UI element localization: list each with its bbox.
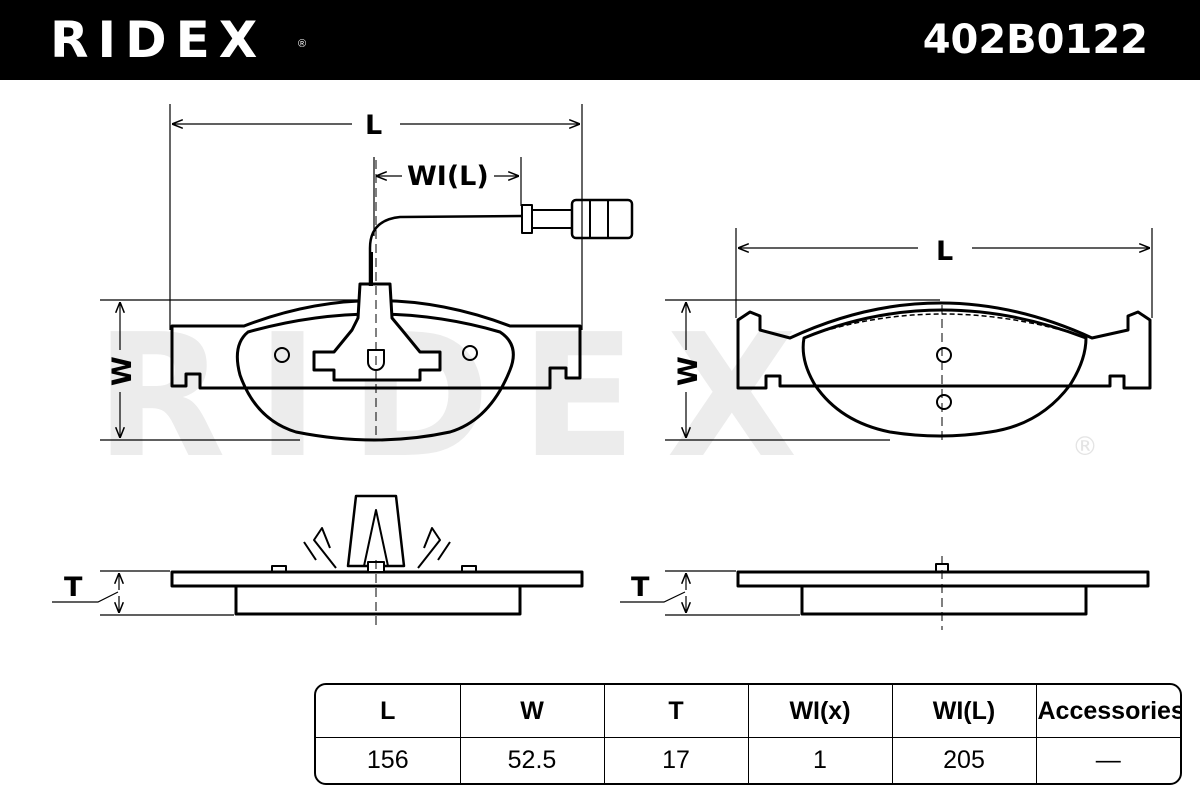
brand-logo: RIDEX — [50, 11, 267, 69]
specs-header-thickness: T — [603, 685, 749, 738]
label-wear-indicator-length: WI(L) — [407, 161, 489, 192]
label-width-left: W — [107, 356, 138, 386]
label-width-right: W — [673, 356, 704, 386]
specs-header-width: W — [459, 685, 605, 738]
label-thickness-left: T — [64, 572, 83, 603]
dimension-length-right — [735, 228, 1153, 318]
label-length-right: L — [936, 236, 953, 267]
pad-front-view-right — [736, 301, 1152, 438]
dimension-thickness-left — [52, 570, 234, 616]
specs-value-length: 156 — [316, 737, 461, 783]
dimension-length-left — [169, 104, 583, 330]
dimension-thickness-right — [620, 570, 800, 616]
label-length-left: L — [365, 110, 382, 141]
specs-header-length: L — [316, 685, 461, 738]
specs-value-wear-indicator-length: 205 — [891, 737, 1037, 783]
specs-value-row: 156 52.5 17 1 205 — — [316, 737, 1180, 783]
specs-table: L W T WI(x) WI(L) Accessories 156 52.5 1… — [314, 683, 1182, 785]
specs-value-wear-indicator-count: 1 — [747, 737, 893, 783]
label-thickness-right: T — [631, 572, 650, 603]
technical-drawing: RIDEX ® L WI(L) — [52, 104, 1153, 630]
pad-side-view-left — [170, 494, 584, 616]
dimension-width-right — [665, 299, 940, 441]
specs-value-accessories: — — [1035, 737, 1180, 783]
specs-header-row: L W T WI(x) WI(L) Accessories — [316, 685, 1180, 738]
specs-value-thickness: 17 — [603, 737, 749, 783]
brand-registered-mark: ® — [298, 38, 307, 50]
dimension-wear-indicator-length — [373, 157, 522, 236]
specs-value-width: 52.5 — [459, 737, 605, 783]
watermark-registered-mark: ® — [1072, 432, 1098, 462]
specs-header-wear-indicator-count: WI(x) — [747, 685, 893, 738]
watermark: RIDEX — [95, 298, 827, 496]
pad-front-view-left — [170, 198, 634, 442]
pad-side-view-right — [736, 563, 1150, 616]
header-bar: RIDEX ® 402B0122 — [0, 0, 1200, 80]
part-number: 402B0122 — [922, 17, 1148, 63]
specs-header-wear-indicator-length: WI(L) — [891, 685, 1037, 738]
specs-header-accessories: Accessories — [1035, 685, 1180, 738]
dimension-width-left — [100, 299, 360, 441]
